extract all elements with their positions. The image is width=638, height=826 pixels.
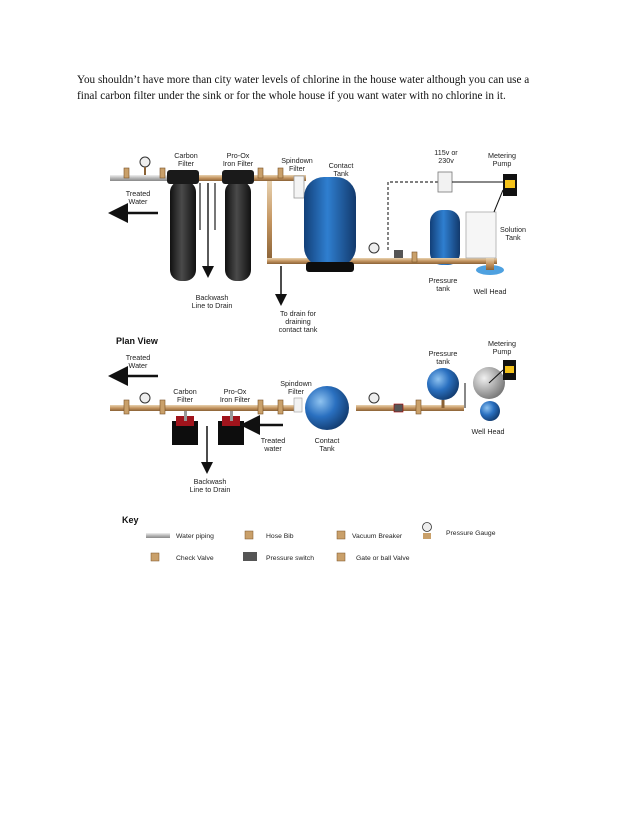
check-valve-icon <box>411 251 418 263</box>
pro-ox-filter-head <box>222 170 254 184</box>
pressure-switch-icon <box>394 250 403 258</box>
key-title: Key <box>122 515 139 525</box>
paragraph-line-1: You shouldn’t have more than city water … <box>77 74 530 86</box>
water-piping-icon <box>146 533 170 538</box>
spindown-filter <box>293 175 305 199</box>
vacuum-breaker-icon <box>336 530 346 540</box>
pressure-gauge-icon <box>368 392 380 404</box>
key-hose-bib: Hose Bib <box>266 533 294 540</box>
key-vacuum-breaker: Vacuum Breaker <box>352 533 403 540</box>
pressure-gauge-icon <box>422 522 432 532</box>
pressure-gauge-icon <box>139 156 151 168</box>
gate-valve-icon <box>336 552 346 562</box>
plan-well-head <box>480 401 500 421</box>
key-pressure-switch: Pressure switch <box>266 555 314 562</box>
pressure-switch-icon <box>243 552 257 561</box>
plan-pipe-main <box>110 405 300 411</box>
gate-valve-icon <box>123 399 130 415</box>
pressure-gauge-icon <box>368 242 380 254</box>
outlet-icon <box>437 171 453 193</box>
pipe-inlet-left <box>110 175 176 181</box>
plan-pressure-tank <box>427 368 459 400</box>
gate-valve-icon <box>277 399 284 415</box>
intro-paragraph: You shouldn’t have more than city water … <box>77 72 567 104</box>
key-water-piping: Water piping <box>176 533 214 540</box>
carbon-filter-head <box>167 170 199 184</box>
gate-valve-icon <box>159 167 166 179</box>
pro-ox-filter-tank <box>225 181 251 281</box>
contact-tank <box>304 177 356 267</box>
legend-key: Key Water piping Hose Bib Vacuum Breaker… <box>122 515 496 562</box>
gate-valve-icon <box>257 167 264 179</box>
hose-bib-icon <box>244 530 254 540</box>
key-gate-valve: Gate or ball Valve <box>356 555 410 562</box>
carbon-filter-tank <box>170 181 196 281</box>
paragraph-line-2: final carbon filter under the sink or fo… <box>77 90 506 102</box>
plan-view-title: Plan View <box>116 336 159 346</box>
key-pressure-gauge: Pressure Gauge <box>446 530 496 537</box>
control-wire <box>387 181 440 250</box>
gate-valve-icon <box>123 167 130 179</box>
check-valve-icon <box>415 399 422 415</box>
plan-contact-tank <box>305 386 349 430</box>
check-valve-icon <box>150 552 160 562</box>
plan-spindown-filter <box>293 397 303 413</box>
label-plan-well-head: Well Head <box>471 427 504 436</box>
key-check-valve: Check Valve <box>176 555 214 562</box>
gate-valve-icon <box>159 399 166 415</box>
gate-valve-icon <box>257 399 264 415</box>
plan-pipe-right <box>356 405 464 411</box>
pressure-tank <box>430 210 460 265</box>
pressure-gauge-icon <box>139 392 151 404</box>
gate-valve-icon <box>277 167 284 179</box>
solution-tank <box>465 211 497 259</box>
pressure-switch-icon <box>393 403 404 413</box>
label-well-head: Well Head <box>473 287 506 296</box>
